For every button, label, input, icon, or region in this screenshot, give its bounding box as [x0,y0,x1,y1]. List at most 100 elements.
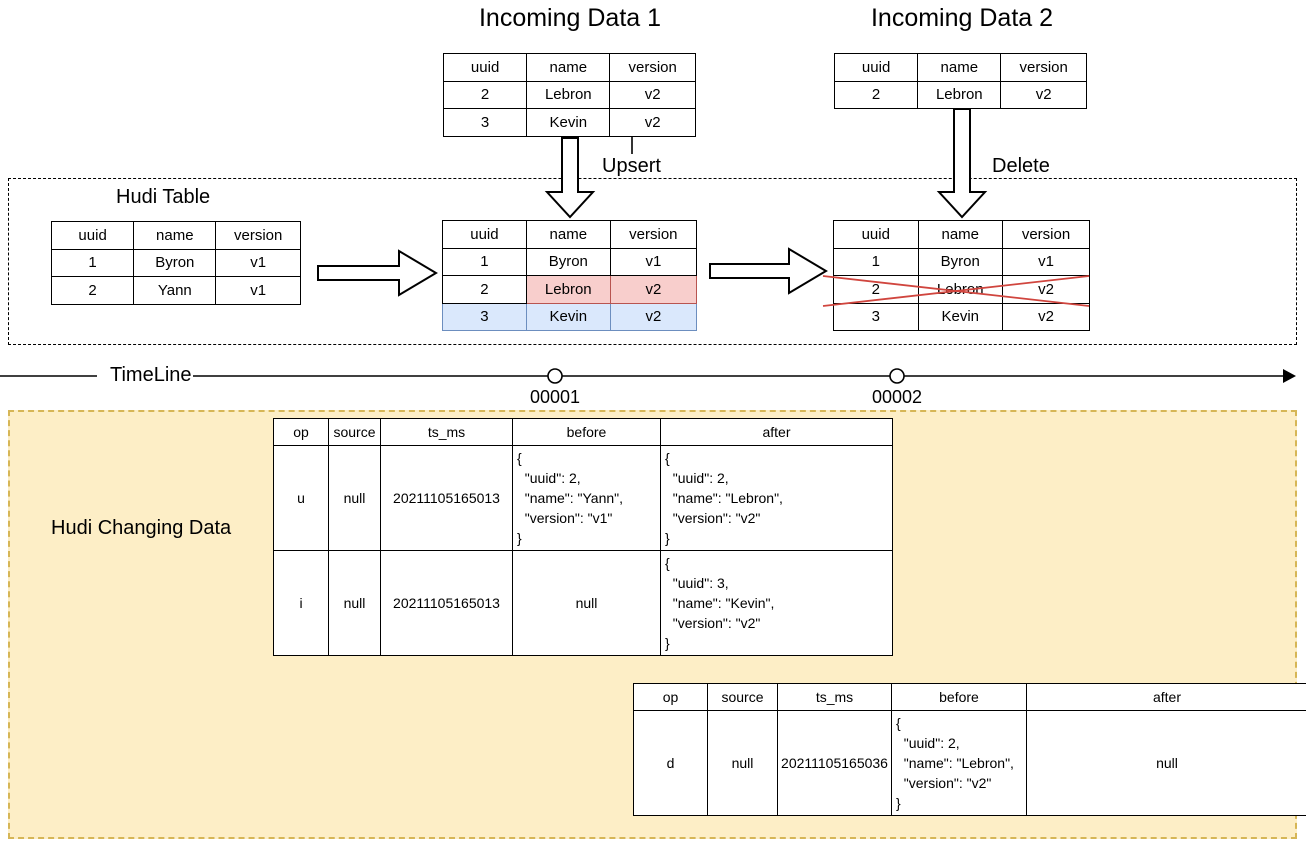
table-cell: 20211105165013 [380,550,513,656]
hudi-table-section-box [8,178,1297,345]
table-cell: Yann [133,276,217,305]
table-cell: v2 [1002,302,1090,331]
table-cell: v1 [215,248,301,277]
table-header-cell: uuid [50,221,135,250]
table-cell: Byron [917,247,1004,276]
table-header-cell: name [133,221,217,250]
table-header-cell: after [1026,683,1306,711]
table-header-cell: version [609,220,698,249]
table-cell: 20211105165013 [380,445,513,551]
table-cell: v2 [609,80,696,109]
table-cell: { "uuid": 2, "name": "Yann", "version": … [512,445,661,551]
table-cell: 20211105165036 [777,710,892,816]
table-cell: 2 [833,80,919,109]
table-cell: { "uuid": 2, "name": "Lebron", "version"… [891,710,1027,816]
upsert-label: Upsert [596,155,667,178]
table-cell: Lebron [526,80,611,109]
table-header-cell: name [526,53,611,82]
table-header-cell: name [917,53,1002,82]
table-cell: v1 [215,276,301,305]
table-header-cell: uuid [833,53,919,82]
table-header-cell: uuid [833,220,919,249]
table-cell: null [512,550,661,656]
table-cell: u [273,445,329,551]
table-cell: { "uuid": 3, "name": "Kevin", "version":… [660,550,893,656]
table-cell: 1 [833,247,919,276]
table-cell: Kevin [525,302,611,331]
table-cell: v1 [609,247,698,276]
table-cell: v2 [1000,80,1087,109]
table-cell: null [1026,710,1306,816]
table-cell: 1 [50,248,135,277]
timeline-commit1-marker [547,368,563,384]
timeline-label: TimeLine [104,364,198,387]
table-cell: null [707,710,778,816]
table-cell: v2 [609,275,698,304]
table-header-cell: version [609,53,696,82]
table-cell: null [328,550,381,656]
table-cell: 1 [442,247,527,276]
table-cell: null [328,445,381,551]
table-cell: 2 [442,275,527,304]
table-cell: Kevin [917,302,1004,331]
table-header-cell: ts_ms [380,418,513,446]
table-cell: 3 [442,108,528,137]
table-cell: 2 [50,276,135,305]
hudi-table-label: Hudi Table [116,186,211,208]
timeline-arrowhead [1283,369,1296,383]
table-header-cell: after [660,418,893,446]
table-cell: { "uuid": 2, "name": "Lebron", "version"… [660,445,893,551]
table-header-cell: op [633,683,708,711]
table-cell: v2 [609,302,698,331]
table-cell: Kevin [526,108,611,137]
incoming-data-2-title: Incoming Data 2 [870,4,1054,32]
table-cell: Byron [525,247,611,276]
table-cell: 3 [833,302,919,331]
table-cell: 2 [442,80,528,109]
table-header-cell: source [707,683,778,711]
commit-00002-label: 00002 [871,387,923,407]
table-cell: v2 [1002,275,1090,304]
commit-00001-label: 00001 [529,387,581,407]
table-header-cell: op [273,418,329,446]
table-header-cell: uuid [442,220,527,249]
table-header-cell: name [917,220,1004,249]
table-header-cell: before [512,418,661,446]
table-cell: v2 [609,108,696,137]
table-cell: 3 [442,302,527,331]
table-cell: Byron [133,248,217,277]
timeline-commit2-marker [889,368,905,384]
table-header-cell: uuid [442,53,528,82]
table-cell: Lebron [917,275,1004,304]
table-header-cell: version [1000,53,1087,82]
table-cell: v1 [1002,247,1090,276]
table-header-cell: before [891,683,1027,711]
table-cell: 2 [833,275,919,304]
delete-label: Delete [986,155,1056,178]
